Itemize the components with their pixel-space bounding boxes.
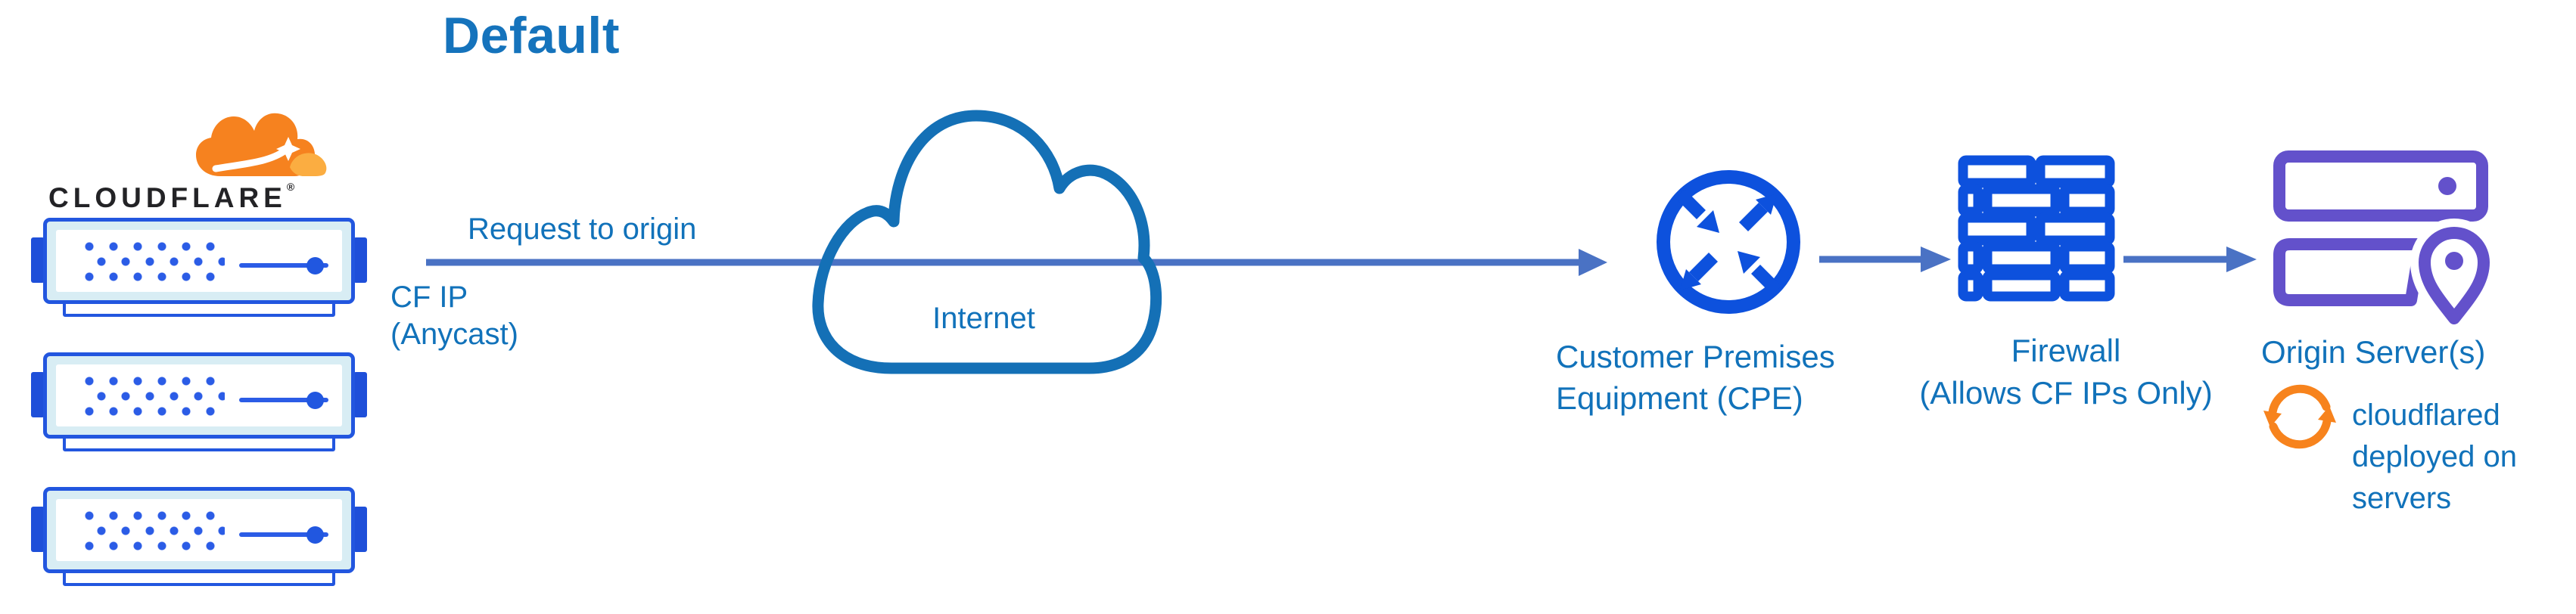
server-vent-dots [85, 242, 225, 284]
origin-servers-label: Origin Server(s) [2261, 334, 2486, 370]
server-slot-line [239, 398, 328, 402]
cpe-label: Customer Premises Equipment (CPE) [1556, 336, 1835, 419]
edge-server-icon-1 [31, 218, 367, 317]
server-side-tab [31, 372, 45, 417]
server-slot-line [239, 263, 328, 268]
server-vent-dots [85, 511, 225, 554]
cpe-label-line2: Equipment (CPE) [1556, 380, 1803, 416]
firewall-label-line1: Firewall [2011, 333, 2121, 368]
cloudflare-cloud-icon [196, 113, 327, 176]
cloudflared-note-line3: servers [2352, 482, 2452, 515]
server-panel [56, 364, 342, 426]
server-panel [56, 230, 342, 292]
cpe-label-line1: Customer Premises [1556, 339, 1835, 374]
cpe-router-icon [1657, 170, 1800, 314]
edge-server-icon-3 [31, 487, 367, 586]
server-side-tab [353, 237, 367, 283]
registered-mark: ® [286, 181, 295, 193]
request-flow-arrowhead [1579, 249, 1607, 276]
server-power-dot [306, 392, 324, 409]
server-side-tab [31, 237, 45, 283]
edge-server-icon-2 [31, 352, 367, 451]
server-slot-line [239, 532, 328, 537]
firewall-brick-icon [1958, 155, 2115, 302]
cloudflared-note-line1: cloudflared [2352, 398, 2500, 432]
page-title: Default [443, 7, 620, 64]
cf-ip-label-line2: (Anycast) [390, 318, 518, 351]
server-panel [56, 499, 342, 561]
cloudflared-note: cloudflared deployed on servers [2352, 395, 2517, 519]
server-body [43, 487, 355, 573]
request-to-origin-label: Request to origin [468, 212, 697, 246]
arrow-firewall-to-origin-head [2226, 247, 2257, 272]
cloudflared-note-line2: deployed on [2352, 440, 2517, 473]
cf-ip-label-line1: CF IP [390, 281, 468, 314]
server-body [43, 218, 355, 304]
server-power-dot [306, 257, 324, 274]
cloudflared-sync-icon [2263, 384, 2336, 449]
internet-cloud-icon [812, 110, 1162, 374]
server-vent-dots [85, 377, 225, 419]
origin-servers-icon [2273, 150, 2493, 330]
firewall-label: Firewall (Allows CF IPs Only) [1892, 330, 2240, 414]
server-side-tab [353, 372, 367, 417]
arrow-cpe-to-firewall-head [1921, 247, 1951, 272]
cloudflare-wordmark-text: CLOUDFLARE [48, 182, 287, 213]
cf-ip-anycast-label: CF IP (Anycast) [390, 279, 518, 353]
server-power-dot [306, 526, 324, 544]
server-side-tab [353, 507, 367, 552]
firewall-label-line2: (Allows CF IPs Only) [1919, 375, 2213, 411]
server-side-tab [31, 507, 45, 552]
cloudflare-wordmark: CLOUDFLARE® [48, 181, 351, 214]
server-body [43, 352, 355, 439]
internet-label: Internet [932, 302, 1035, 335]
